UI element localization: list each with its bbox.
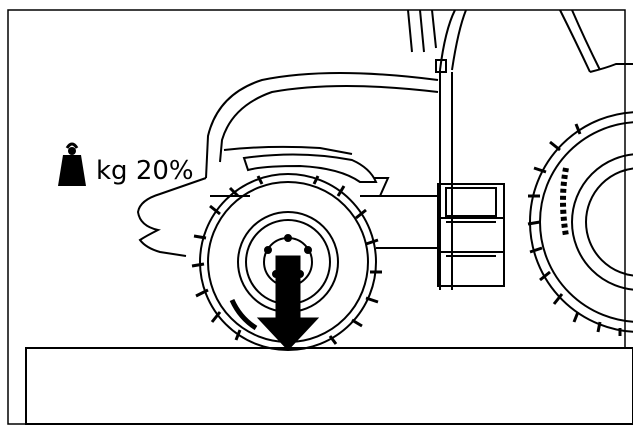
tractor-cab — [408, 10, 633, 290]
cab-steps — [438, 184, 504, 286]
weight-icon — [58, 144, 86, 186]
rear-wheel — [528, 112, 633, 336]
ground — [26, 348, 633, 424]
downward-load-arrow-icon — [258, 256, 318, 350]
weight-percentage-label: kg 20% — [96, 158, 194, 184]
